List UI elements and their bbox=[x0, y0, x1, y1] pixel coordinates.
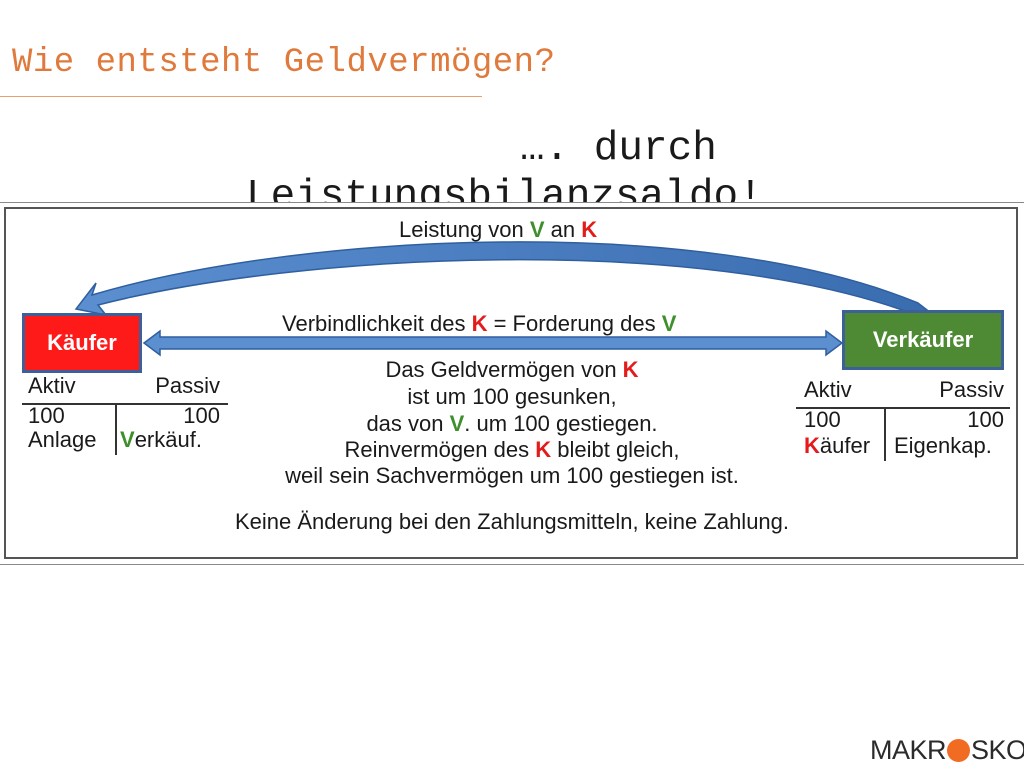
seller-right-value: 100 bbox=[967, 407, 1004, 432]
seller-passiv-header: Passiv bbox=[939, 377, 1004, 402]
top-arrow-text: Leistung von bbox=[399, 217, 530, 242]
explanation-text: Reinvermögen des bbox=[344, 437, 536, 462]
buyer-letter: K bbox=[471, 311, 488, 336]
explanation-text: Das Geldvermögen von bbox=[385, 357, 623, 382]
seller-left-label: Käufer bbox=[804, 433, 870, 459]
explanation-line-1: Das Geldvermögen von K bbox=[0, 357, 1024, 383]
subtitle-line-1: …. durch bbox=[520, 126, 717, 172]
slide-subtitle: …. durch Leistungsbilanzsaldo! bbox=[0, 126, 1024, 220]
buyer-letter: K bbox=[804, 433, 820, 458]
seller-letter: V bbox=[120, 427, 135, 452]
buyer-left-label: Anlage bbox=[28, 427, 97, 452]
explanation-line-3: das von V. um 100 gestiegen. bbox=[0, 411, 1024, 437]
seller-left-label-rest: äufer bbox=[819, 433, 871, 458]
seller-account-vertical bbox=[884, 407, 886, 461]
logo-text-left: MAKR bbox=[870, 734, 947, 765]
top-arrow-label: Leistung von V an K bbox=[399, 217, 597, 243]
seller-left-value: 100 bbox=[804, 407, 841, 432]
buyer-left-value: 100 bbox=[28, 403, 65, 428]
explanation-line-2: ist um 100 gesunken, bbox=[407, 384, 617, 409]
buyer-letter: K bbox=[535, 437, 552, 462]
seller-letter: V bbox=[529, 217, 545, 242]
seller-right-label: Eigenkap. bbox=[894, 433, 992, 458]
buyer-letter: K bbox=[622, 357, 639, 382]
seller-letter: V bbox=[661, 311, 677, 336]
buyer-right-label: Verkäuf. bbox=[120, 427, 202, 453]
buyer-letter: K bbox=[581, 217, 598, 242]
footer-note: Keine Änderung bei den Zahlungsmitteln, … bbox=[234, 509, 790, 534]
buyer-right-value: 100 bbox=[183, 403, 220, 428]
explanation-text: das von bbox=[366, 411, 450, 436]
buyer-aktiv-header: Aktiv bbox=[28, 373, 76, 398]
seller-aktiv-header: Aktiv bbox=[804, 377, 852, 402]
buyer-account-vertical bbox=[115, 403, 117, 455]
middle-arrow-text-mid: = Forderung des bbox=[487, 311, 662, 336]
explanation-text: . um 100 gestiegen. bbox=[464, 411, 658, 436]
logo-o-dot-icon bbox=[947, 738, 971, 762]
explanation-line-4: Reinvermögen des K bleibt gleich, bbox=[0, 437, 1024, 463]
buyer-balance-sheet: Aktiv Passiv 100 100 Anlage Verkäuf. bbox=[22, 373, 232, 463]
seller-balance-sheet: Aktiv Passiv 100 100 Käufer Eigenkap. bbox=[796, 377, 1010, 467]
seller-box: Verkäufer bbox=[842, 310, 1004, 370]
buyer-box: Käufer bbox=[22, 313, 142, 373]
diagram-panel: Leistung von V an K Verbindlichkeit des … bbox=[0, 202, 1024, 565]
explanation-line-5: weil sein Sachvermögen um 100 gestiegen … bbox=[285, 463, 739, 488]
explanation-text: bleibt gleich, bbox=[551, 437, 680, 462]
logo-text-right: SKOP bbox=[971, 734, 1024, 765]
makroskop-logo: MAKR SKOP bbox=[870, 734, 1024, 765]
buyer-account-divider bbox=[22, 403, 228, 405]
seller-account-divider bbox=[796, 407, 1010, 409]
diagram-border bbox=[4, 207, 1018, 559]
middle-arrow-text: Verbindlichkeit des bbox=[282, 311, 472, 336]
buyer-right-label-rest: erkäuf. bbox=[134, 427, 202, 452]
title-underline bbox=[0, 96, 482, 97]
middle-arrow-label: Verbindlichkeit des K = Forderung des V bbox=[282, 311, 676, 337]
buyer-passiv-header: Passiv bbox=[155, 373, 220, 398]
performance-arc-arrow bbox=[74, 241, 929, 317]
seller-letter: V bbox=[449, 411, 465, 436]
top-arrow-text-mid: an bbox=[544, 217, 582, 242]
slide-title: Wie entsteht Geldvermögen? bbox=[12, 44, 556, 82]
